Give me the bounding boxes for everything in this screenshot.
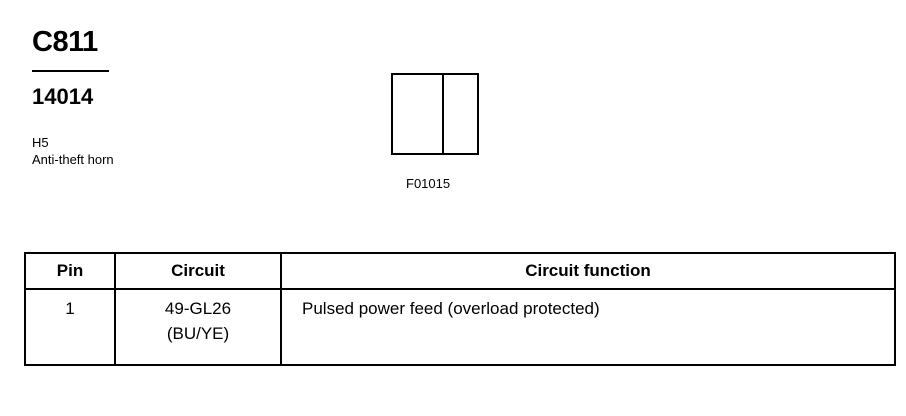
connector-outline	[391, 73, 479, 155]
circuit-cell: 49-GL26 (BU/YE)	[114, 288, 282, 366]
part-number: 14014	[32, 84, 94, 109]
wire-color: (BU/YE)	[166, 324, 230, 343]
connector-description: Anti-theft horn	[32, 152, 114, 167]
location-code: H5	[32, 135, 49, 150]
pin-cell: 1	[24, 288, 116, 366]
column-header-circuit: Circuit	[114, 252, 282, 290]
title-rule	[32, 70, 109, 72]
connector-id: C811	[32, 26, 98, 58]
pin-table: Pin Circuit Circuit function 1 49-GL26 (…	[24, 252, 896, 366]
column-header-pin: Pin	[24, 252, 116, 290]
circuit-function-cell: Pulsed power feed (overload protected)	[280, 288, 896, 366]
figure-reference: F01015	[406, 176, 451, 191]
column-header-circuit-function: Circuit function	[280, 252, 896, 290]
connector-diagram	[391, 73, 479, 155]
table-row: 1 49-GL26 (BU/YE) Pulsed power feed (ove…	[24, 288, 896, 366]
circuit-number: 49-GL26	[164, 299, 232, 318]
table-header-row: Pin Circuit Circuit function	[24, 252, 896, 290]
